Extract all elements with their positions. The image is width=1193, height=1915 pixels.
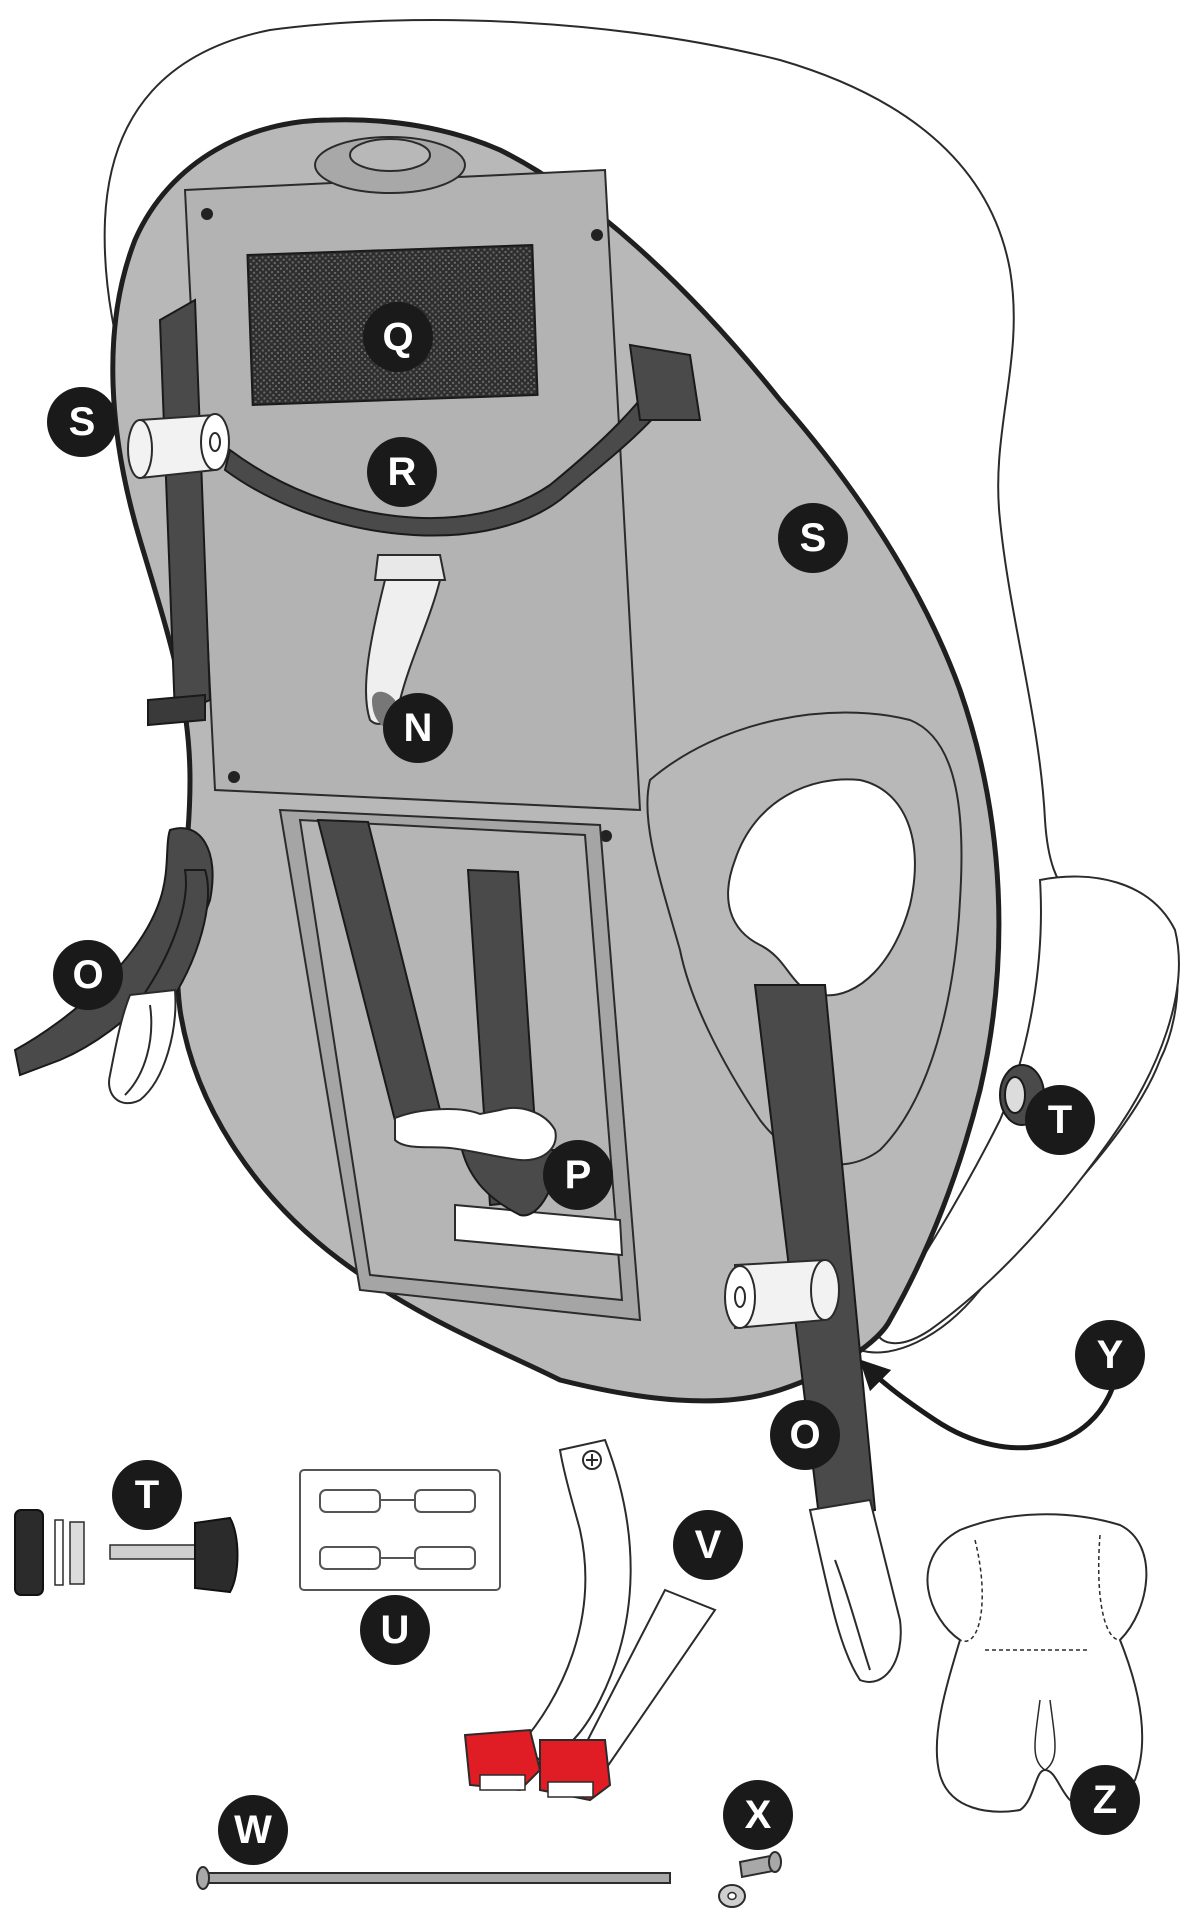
buckle-retainer-plate bbox=[299, 1469, 501, 1591]
label-badge-x: X bbox=[723, 1780, 793, 1850]
label-badge-z: Z bbox=[1070, 1765, 1140, 1835]
strap-guide-right bbox=[724, 1258, 840, 1330]
infant-insert-cushion bbox=[926, 1513, 1148, 1813]
lower-anchor-connector-left bbox=[108, 988, 177, 1105]
label-r: R bbox=[388, 450, 417, 494]
label-p: P bbox=[565, 1153, 592, 1197]
label-badge-u: U bbox=[360, 1595, 430, 1665]
label-n: N bbox=[404, 706, 433, 750]
knob-bolt-assembly bbox=[14, 1509, 239, 1596]
crotch-buckle-strap bbox=[463, 1438, 717, 1802]
label-badge-t-part: T bbox=[112, 1460, 182, 1530]
label-badge-o-left: O bbox=[53, 940, 123, 1010]
harness-strap-left bbox=[158, 298, 212, 717]
label-badge-q: Q bbox=[363, 302, 433, 372]
label-u: U bbox=[381, 1608, 410, 1652]
panel-screw bbox=[591, 229, 603, 241]
label-badge-o-right: O bbox=[770, 1400, 840, 1470]
label-t-seat: T bbox=[1048, 1098, 1072, 1142]
label-x: X bbox=[745, 1793, 772, 1837]
label-s-left: S bbox=[69, 400, 96, 444]
label-badge-p: P bbox=[543, 1140, 613, 1210]
label-s-right: S bbox=[800, 516, 827, 560]
lower-anchor-strap-right bbox=[753, 984, 877, 1527]
label-t-part: T bbox=[135, 1473, 159, 1517]
label-z: Z bbox=[1093, 1778, 1117, 1822]
rotation-arrow bbox=[859, 1359, 1118, 1451]
label-badge-s-left: S bbox=[47, 387, 117, 457]
label-o-right: O bbox=[789, 1413, 820, 1457]
label-badge-s-right: S bbox=[778, 503, 848, 573]
frame-slot bbox=[454, 1203, 624, 1257]
label-badge-t-seat: T bbox=[1025, 1085, 1095, 1155]
belt-path-opening bbox=[727, 778, 916, 997]
label-o-left: O bbox=[72, 953, 103, 997]
label-v: V bbox=[695, 1523, 722, 1567]
label-badge-w: W bbox=[218, 1795, 288, 1865]
label-q: Q bbox=[382, 315, 413, 359]
support-rod bbox=[196, 1866, 671, 1890]
splitter-plate bbox=[394, 1107, 557, 1162]
label-badge-y: Y bbox=[1075, 1320, 1145, 1390]
panel-screw bbox=[228, 771, 240, 783]
label-y: Y bbox=[1097, 1333, 1124, 1377]
screw-and-washer bbox=[718, 1851, 782, 1908]
panel-screw bbox=[201, 208, 213, 220]
label-badge-v: V bbox=[673, 1510, 743, 1580]
label-badge-n: N bbox=[383, 693, 453, 763]
label-w: W bbox=[234, 1808, 272, 1852]
lower-anchor-strap-left bbox=[13, 827, 214, 1077]
strap-guide-left bbox=[127, 413, 230, 480]
label-badge-r: R bbox=[367, 437, 437, 507]
lower-anchor-connector-right bbox=[808, 1498, 902, 1683]
panel-screw bbox=[600, 830, 612, 842]
